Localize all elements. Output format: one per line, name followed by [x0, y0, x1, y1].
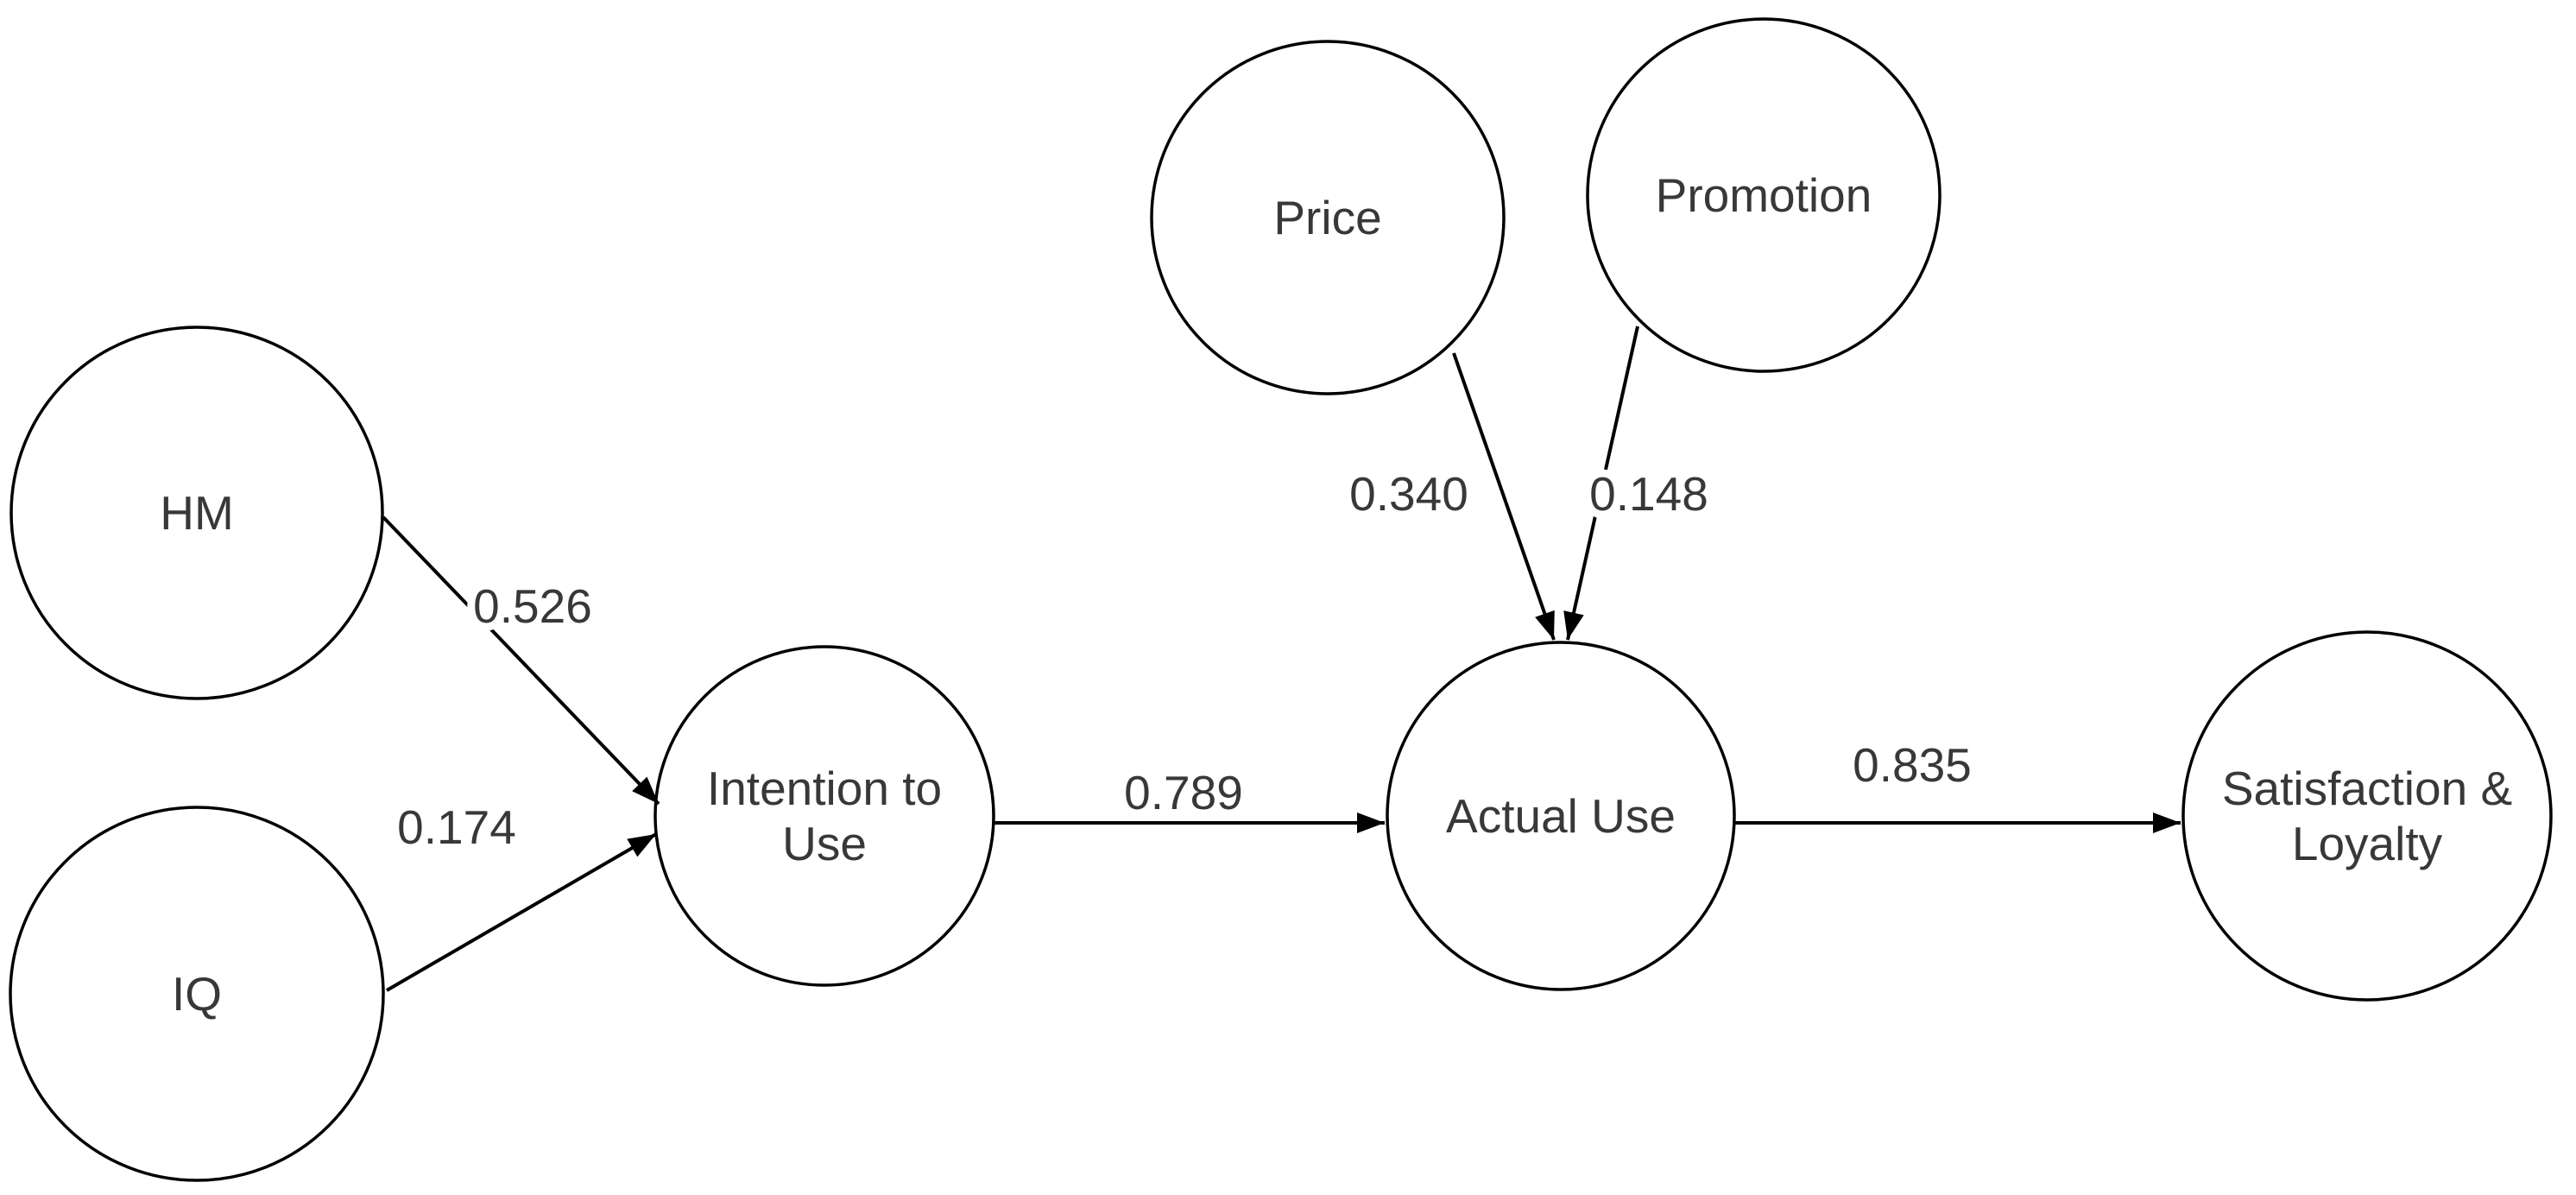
edge-hm-intention-label: 0.526 [473, 579, 592, 633]
node-iq-label: IQ [172, 967, 222, 1021]
node-satisfaction: Satisfaction &Loyalty [2181, 630, 2553, 1002]
node-hm: HM [9, 326, 384, 700]
edge-price-actual: 0.340 [1342, 352, 1556, 641]
node-actual: Actual Use [1386, 641, 1736, 991]
edge-hm-intention-line [382, 515, 660, 806]
edge-promotion-actual-line [1563, 326, 1639, 641]
node-actual-shape [1386, 641, 1736, 991]
node-price: Price [1150, 40, 1506, 395]
node-actual-label: Actual Use [1446, 789, 1676, 843]
edge-price-actual-label: 0.340 [1349, 467, 1468, 521]
edge-promotion-actual: 0.148 [1563, 326, 1716, 641]
edge-iq-intention-line [385, 832, 658, 992]
node-satisfaction-shape [2181, 630, 2553, 1002]
node-iq: IQ [9, 806, 385, 1182]
node-hm-label: HM [160, 486, 234, 540]
edge-iq-intention-label: 0.174 [397, 800, 516, 854]
edge-price-actual-line [1452, 352, 1556, 641]
node-iq-shape [9, 806, 385, 1182]
node-price-shape [1150, 40, 1506, 395]
edge-actual-satisfaction: 0.835 [1734, 730, 2181, 833]
node-price-label: Price [1273, 191, 1381, 244]
edge-iq-intention: 0.174 [385, 793, 658, 992]
edge-promotion-actual-label: 0.148 [1589, 467, 1708, 521]
edge-intention-actual-label: 0.789 [1124, 766, 1243, 819]
edge-hm-intention: 0.526 [382, 515, 660, 806]
node-hm-shape [9, 326, 384, 700]
node-promotion-label: Promotion [1656, 168, 1872, 222]
node-satisfaction-label: Satisfaction &Loyalty [2222, 762, 2512, 870]
edge-intention-actual: 0.789 [994, 758, 1385, 833]
node-intention-shape [653, 645, 995, 987]
node-promotion-shape [1586, 17, 1941, 373]
edge-actual-satisfaction-label: 0.835 [1853, 738, 1972, 792]
node-promotion: Promotion [1586, 17, 1941, 373]
